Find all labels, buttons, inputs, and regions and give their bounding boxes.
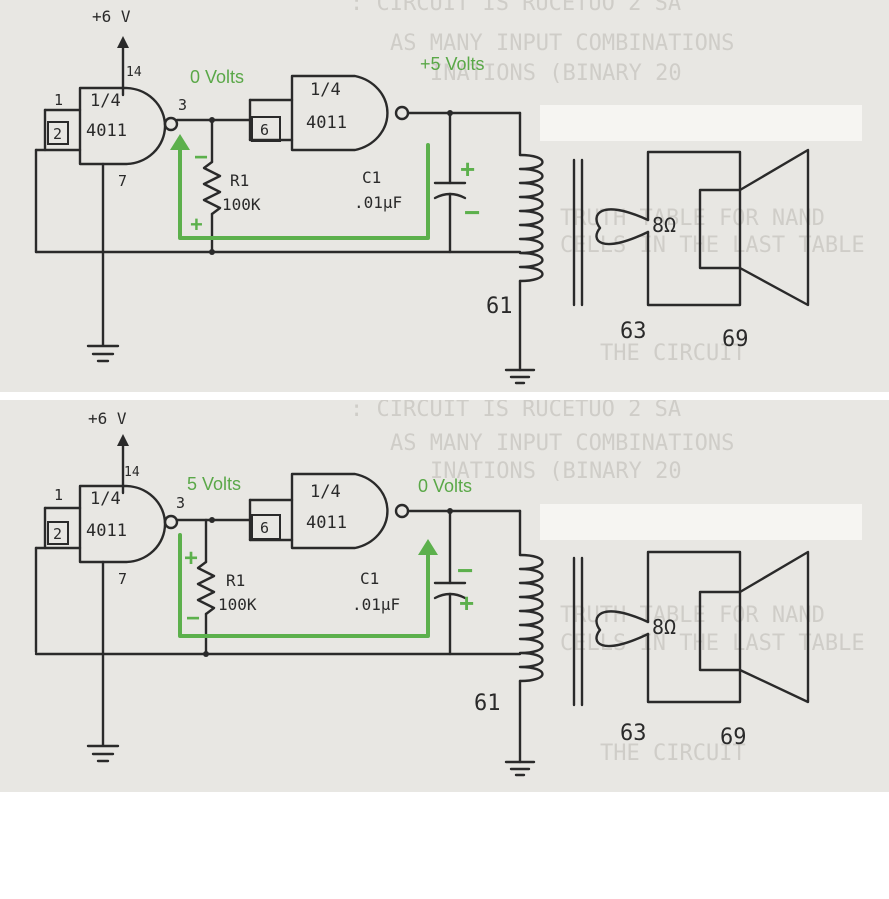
svg-text:THE CIRCUIT: THE CIRCUIT [600, 741, 746, 766]
pin-2-box [47, 521, 69, 545]
gate2-chip: 4011 [306, 513, 347, 533]
c1-value: .01μF [354, 193, 402, 212]
ref-69-label: 69 [722, 327, 749, 352]
current-flow-path [178, 138, 430, 240]
pin-1-label: 1 [54, 486, 63, 504]
c1-name: C1 [362, 168, 381, 187]
circuit-diagram-bottom: : CIRCUIT IS RUCETUO 2 SA AS MANY INPUT … [34, 400, 865, 777]
resistor-bottom-polarity: + [190, 212, 203, 237]
pin-7-label: 7 [118, 172, 127, 190]
secondary-coil-loop [595, 610, 650, 648]
pin-1-label: 1 [54, 91, 63, 109]
resistor-r1 [196, 560, 216, 616]
svg-text:AS MANY INPUT COMBINATIONS: AS MANY INPUT COMBINATIONS [390, 31, 734, 56]
r1-name: R1 [230, 171, 249, 190]
supply-label: +6 V [92, 7, 131, 26]
pin-3-label: 3 [178, 96, 187, 114]
transformer-coil [518, 153, 544, 283]
pin-6-label: 6 [260, 121, 269, 139]
supply-label: +6 V [88, 409, 127, 428]
secondary-coil-loop [595, 208, 650, 246]
svg-text:: CIRCUIT IS RUCETUO 2 SA: : CIRCUIT IS RUCETUO 2 SA [350, 0, 681, 16]
gate1-output-voltage: 5 Volts [187, 474, 241, 494]
speaker: 8Ω [646, 148, 810, 307]
supply-rail: +6 V 14 [92, 7, 142, 97]
pin-6-box [251, 514, 281, 540]
svg-text:CELLS IN THE LAST TABLE: CELLS IN THE LAST TABLE [560, 233, 865, 258]
ref-69-label: 69 [720, 725, 747, 750]
nand-gate-1: 1/4 4011 [78, 86, 179, 166]
pin-2-label: 2 [53, 525, 62, 543]
r1-name: R1 [226, 571, 245, 590]
circuit-panel-top: : CIRCUIT IS RUCETUO 2 SA AS MANY INPUT … [0, 0, 889, 392]
blank-label-strip [540, 105, 862, 141]
ref-61-label: 61 [486, 294, 513, 319]
circuit-panel-bottom: : CIRCUIT IS RUCETUO 2 SA AS MANY INPUT … [0, 400, 889, 792]
current-flow-path [178, 533, 430, 638]
nand-gate-1: 1/4 4011 [78, 484, 179, 564]
nand-gate-2: 1/4 4011 [290, 74, 410, 152]
pin-14-label: 14 [126, 65, 142, 80]
capacitor-bottom-polarity: − [464, 197, 480, 228]
resistor-bottom-polarity: − [186, 605, 200, 632]
gate2-output-voltage: 0 Volts [418, 476, 472, 496]
gate2-fraction: 1/4 [310, 482, 341, 502]
pin-14-label: 14 [124, 465, 140, 480]
gate2-output-voltage: +5 Volts [420, 54, 485, 74]
svg-text:THE CIRCUIT: THE CIRCUIT [600, 341, 746, 366]
gate1-chip: 4011 [86, 121, 127, 141]
resistor-r1 [202, 160, 222, 216]
svg-text:CELLS IN THE LAST TABLE: CELLS IN THE LAST TABLE [560, 631, 865, 656]
gate1-output-voltage: 0 Volts [190, 67, 244, 87]
speaker-impedance: 8Ω [652, 213, 676, 237]
r1-value: 100K [218, 595, 257, 614]
resistor-top-polarity: + [184, 545, 198, 572]
current-arrow-head [418, 539, 438, 555]
pin-7-label: 7 [118, 570, 127, 588]
ref-63-label: 63 [620, 319, 647, 344]
svg-text:AS MANY INPUT COMBINATIONS: AS MANY INPUT COMBINATIONS [390, 431, 734, 456]
gate1-fraction: 1/4 [90, 91, 121, 111]
nand-gate-2: 1/4 4011 [290, 472, 410, 550]
ground-symbol-right [504, 368, 536, 385]
current-arrow-head [170, 134, 190, 150]
c1-name: C1 [360, 569, 379, 588]
capacitor-top-polarity: − [457, 555, 473, 586]
pin-6-box [251, 116, 281, 142]
c1-value: .01μF [352, 595, 400, 614]
gate1-chip: 4011 [86, 521, 127, 541]
blank-label-strip [540, 504, 862, 540]
speaker: 8Ω [646, 550, 810, 704]
gate2-chip: 4011 [306, 113, 347, 133]
ref-61-label: 61 [474, 691, 501, 716]
transformer-coil [518, 553, 544, 683]
pin-6-label: 6 [260, 519, 269, 537]
gate1-fraction: 1/4 [90, 489, 121, 509]
capacitor-top-polarity: + [460, 154, 475, 184]
ground-symbol-left [86, 344, 120, 363]
gate2-fraction: 1/4 [310, 80, 341, 100]
pin-3-label: 3 [176, 494, 185, 512]
svg-text:INATIONS (BINARY 20: INATIONS (BINARY 20 [430, 459, 682, 484]
capacitor-bottom-polarity: + [459, 588, 474, 618]
svg-text:TRUTH TABLE FOR NAND: TRUTH TABLE FOR NAND [560, 603, 825, 628]
circuit-diagram-top: : CIRCUIT IS RUCETUO 2 SA AS MANY INPUT … [34, 0, 865, 385]
svg-text:: CIRCUIT IS RUCETUO 2 SA: : CIRCUIT IS RUCETUO 2 SA [350, 400, 681, 422]
svg-text:INATIONS (BINARY 20: INATIONS (BINARY 20 [430, 61, 682, 86]
pin-2-box [47, 121, 69, 145]
resistor-top-polarity: − [194, 144, 208, 171]
ground-symbol-left [86, 744, 120, 763]
ref-63-label: 63 [620, 721, 647, 746]
ground-symbol-right [504, 760, 536, 777]
r1-value: 100K [222, 195, 261, 214]
supply-rail: +6 V 14 [88, 409, 140, 495]
background-bleed-text: : CIRCUIT IS RUCETUO 2 SA AS MANY INPUT … [350, 400, 865, 766]
speaker-impedance: 8Ω [652, 615, 676, 639]
background-bleed-text: : CIRCUIT IS RUCETUO 2 SA AS MANY INPUT … [350, 0, 865, 366]
pin-2-label: 2 [53, 125, 62, 143]
